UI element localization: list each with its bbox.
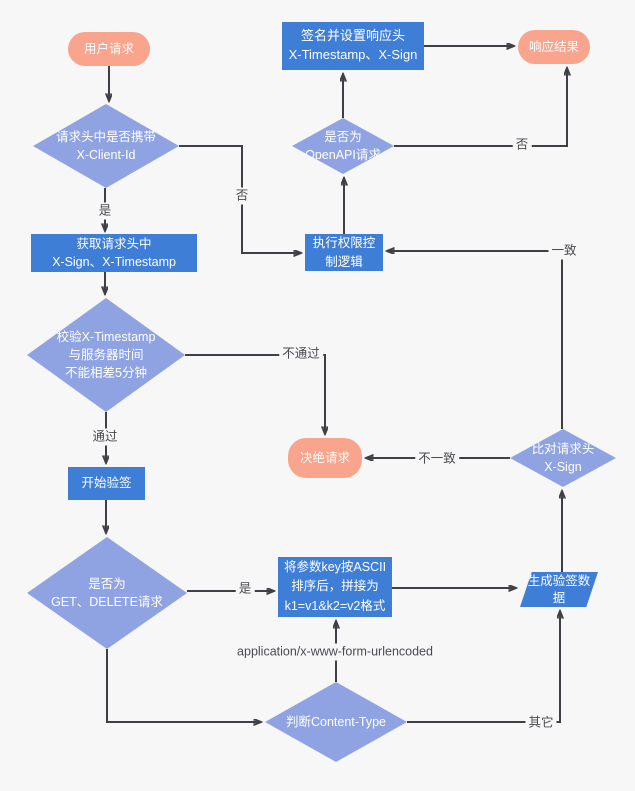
edge-label-other: 其它 — [525, 714, 557, 732]
node-gen-sign-data: 生成验签数 据 — [520, 572, 598, 607]
edge-contenttype-other — [407, 612, 560, 723]
node-start-verify: 开始验签 — [68, 467, 145, 500]
edge-label-fail: 不通过 — [279, 345, 323, 363]
node-sort-params: 将参数key按ASCII 排序后，拼接为 k1=v1&k2=v2格式 — [278, 557, 392, 617]
edge-compare-match — [388, 251, 563, 429]
edge-label-yes-client-id: 是 — [95, 202, 115, 220]
edge-label-yes-get-delete: 是 — [235, 580, 255, 598]
node-sign-response: 签名并设置响应头 X-Timestamp、X-Sign — [282, 22, 424, 70]
edge-label-match: 一致 — [548, 242, 580, 260]
edge-method-down — [106, 649, 260, 722]
node-get-headers: 获取请求头中 X-Sign、X-Timestamp — [31, 234, 197, 272]
edge-checkts-fail — [185, 354, 325, 433]
node-exec-auth: 执行权限控 制逻辑 — [305, 234, 383, 271]
edge-openapi-no — [394, 69, 567, 147]
edge-label-form-urlencoded: application/x-www-form-urlencoded — [234, 643, 436, 661]
node-user-request: 用户请求 — [68, 32, 150, 66]
node-reject-request: 决绝请求 — [288, 438, 362, 478]
edge-label-no-openapi: 否 — [512, 136, 532, 154]
edge-label-mismatch: 不一致 — [415, 450, 459, 468]
edge-label-pass: 通过 — [89, 428, 121, 446]
node-response-result: 响应结果 — [518, 30, 590, 64]
edge-label-no-client-id: 否 — [232, 187, 252, 205]
